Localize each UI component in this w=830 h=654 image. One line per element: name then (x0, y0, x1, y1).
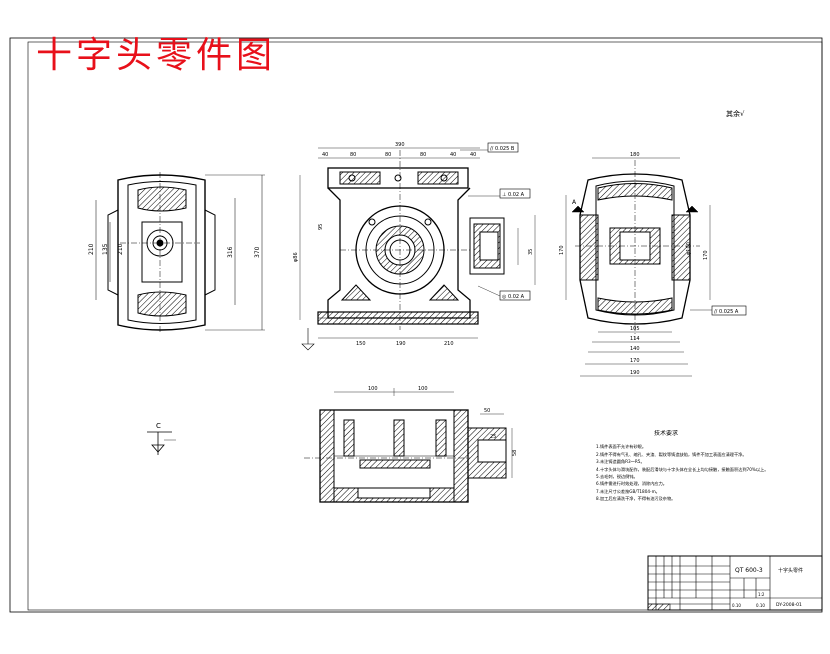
tech-note-item: 6.铸件需进行时效处理，消除内应力。 (596, 481, 667, 487)
side-view (565, 157, 712, 377)
title-block-text: QT 600-3 十字头零件 DY-2008-01 1:2 0.10 0.10 (732, 567, 803, 608)
dim-text: 40 (470, 152, 476, 158)
tech-note-item: 2.铸件不得有气孔、缩孔、夹渣、裂纹等铸造缺陷，铸件不加工表面应清理干净。 (596, 451, 747, 457)
dim-text: 58 (512, 450, 518, 456)
scale-text: 1:2 (758, 592, 765, 597)
tech-note-item: 3.未注铸造圆角R3～R5。 (596, 459, 645, 465)
tech-note-item: 5.去毛刺，锐边倒钝。 (596, 474, 638, 480)
dim-text: φ86 (293, 252, 299, 262)
dim-text: 114 (630, 336, 640, 342)
sheet-text: 0.10 (756, 603, 765, 608)
tech-note-item: 8.加工后应清洗干净，不得有油污及杂物。 (596, 496, 676, 502)
side-view-text: // 0.025 A 180 170 105 114 140 170 190 1… (559, 152, 739, 376)
dim-text: 80 (350, 152, 356, 158)
part-name-text: 十字头零件 (778, 567, 803, 574)
dim-text: 370 (254, 246, 261, 258)
dim-text: 135 (102, 243, 109, 255)
tolerance-frame-side: // 0.025 A (714, 309, 739, 315)
section-c-label: C (156, 422, 161, 430)
dim-text: 95 (318, 224, 324, 230)
bottom-view (304, 388, 513, 503)
title-block (647, 555, 823, 611)
material-text: QT 600-3 (735, 567, 763, 574)
dim-text: 25 (490, 434, 496, 440)
dim-text: 390 (395, 142, 405, 148)
dim-text: 170 (630, 358, 640, 364)
tolerance-frame-1: // 0.025 B (490, 146, 515, 152)
dim-text: 140 (630, 346, 640, 352)
front-view-dims: 210 135 210 316 370 (88, 243, 261, 258)
dim-text: 80 (420, 152, 426, 158)
dim-text: 80 (385, 152, 391, 158)
main-view (299, 147, 536, 351)
dim-text: φ100 (686, 242, 692, 255)
dim-text: 210 (117, 243, 124, 255)
inner-border (27, 41, 823, 611)
dim-text: 100 (368, 386, 378, 392)
dim-text: 40 (322, 152, 328, 158)
drawing-title: 十字头零件图 (36, 35, 277, 76)
dim-text: 210 (444, 341, 454, 347)
tolerance-frame-2: ⊥ 0.02 A (502, 192, 525, 198)
tech-notes: 技术要求 1.铸件表面不允许有砂眼。 2.铸件不得有气孔、缩孔、夹渣、裂纹等铸造… (596, 430, 826, 503)
dim-text: 100 (418, 386, 428, 392)
main-view-tolerance-frames (487, 142, 531, 301)
dim-text: 35 (528, 249, 534, 255)
dim-text: 170 (559, 245, 565, 255)
dim-text: 316 (227, 246, 234, 258)
drawing-no-text: DY-2008-01 (776, 602, 802, 608)
dim-text: 190 (396, 341, 406, 347)
front-view (95, 172, 265, 332)
section-label: A (572, 199, 577, 206)
dim-text: 170 (703, 250, 709, 260)
dim-text: 105 (630, 326, 640, 332)
tech-note-item: 4.十字头体与滑块配作，装配后滑块与十字头体在全长上均匀接触，接触面积达到70%… (596, 466, 769, 472)
tech-note-item: 7.未注尺寸公差按GB/T1804-m。 (596, 488, 660, 494)
tolerance-frame-3: ◎ 0.02 A (502, 294, 525, 300)
main-view-text: // 0.025 B ⊥ 0.02 A ◎ 0.02 A 390 40 80 8… (293, 142, 534, 347)
roughness-note: 其余√ (726, 109, 745, 118)
tech-note-item: 1.铸件表面不允许有砂眼。 (596, 444, 647, 450)
dim-text: 50 (484, 408, 490, 414)
dim-text: 150 (356, 341, 366, 347)
bottom-view-dims: 100 100 50 25 58 (368, 386, 518, 456)
dim-text: 40 (450, 152, 456, 158)
dim-text: 190 (630, 370, 640, 376)
tech-notes-title: 技术要求 (654, 430, 679, 437)
section-c-detail (147, 431, 176, 455)
outer-border (9, 37, 823, 613)
dim-text: 210 (88, 243, 95, 255)
weight-text: 0.10 (732, 603, 741, 608)
dim-text: 180 (630, 152, 640, 158)
side-tolerance-frame (711, 305, 747, 316)
